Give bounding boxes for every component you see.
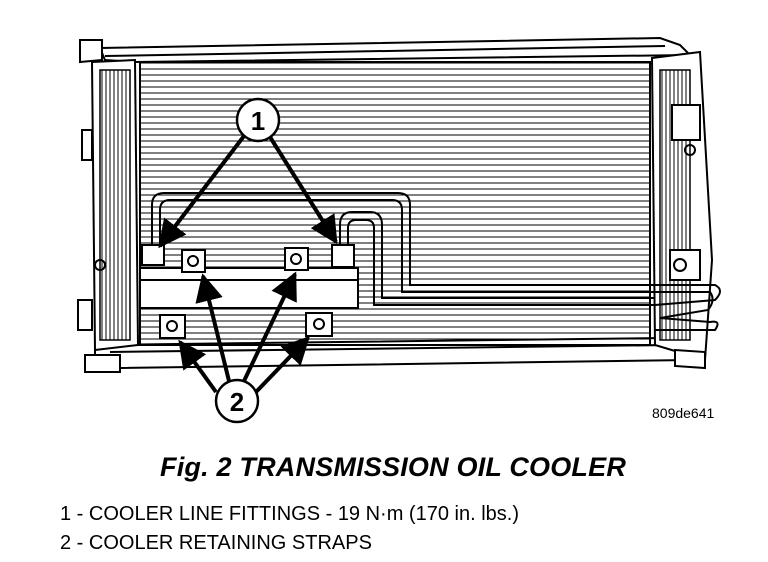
figure-title: Fig. 2 TRANSMISSION OIL COOLER — [160, 452, 627, 482]
legend-item: 2 - COOLER RETAINING STRAPS — [60, 532, 372, 554]
cooler-diagram: 1 2 — [77, 36, 721, 424]
callout-1-label: 1 — [251, 106, 265, 136]
callout-1: 1 — [158, 97, 338, 249]
legend-item: 1 - COOLER LINE FITTINGS - 19 N·m (170 i… — [60, 503, 519, 525]
callout-2: 2 — [178, 271, 310, 424]
figure-reference-code: 809de641 — [652, 405, 715, 421]
cooler-lines — [151, 192, 721, 331]
oil-cooler-body — [139, 244, 359, 339]
left-fitting — [141, 244, 165, 266]
right-fitting — [331, 244, 355, 268]
oil-cooler — [139, 267, 359, 309]
callout-2-label: 2 — [230, 387, 244, 417]
legend: 1 - COOLER LINE FITTINGS - 19 N·m (170 i… — [60, 500, 519, 558]
